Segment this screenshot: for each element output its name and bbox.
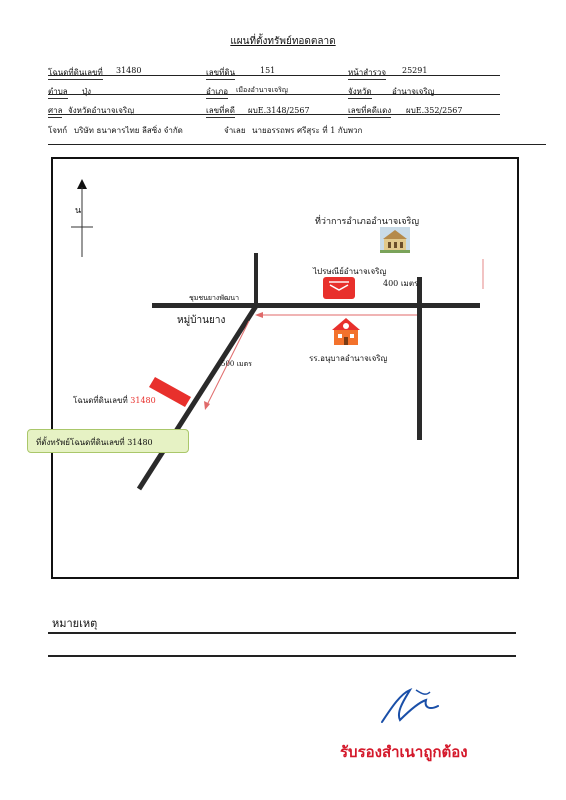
province-label: จังหวัด — [348, 85, 372, 99]
red-case-number: ผบE.352/2567 — [406, 106, 463, 115]
location-map: น ที่ว่าการอำเภออำนาจเจริญ ไปรษณีย์อำนาจ… — [27, 157, 519, 579]
header-row-deed: โฉนดที่ดินเลขที่ 31480 เลขที่ดิน 151 หน้… — [48, 66, 500, 80]
distance-400: 400 เมตร — [383, 279, 419, 288]
header-row-location: ตำบล ปุ่ง อำเภอ เมืองอำนาจเจริญ จังหวัด … — [48, 85, 500, 99]
notes-rule-2 — [48, 655, 516, 657]
court-label: ศาล — [48, 104, 63, 118]
callout-text: ที่ตั้งทรัพย์โฉนดที่ดินเลขที่ — [36, 438, 125, 447]
notes-label: หมายเหตุ — [52, 617, 98, 630]
case-number: ผบE.3148/2567 — [248, 106, 310, 115]
defendant-label: จำเลย — [224, 126, 246, 135]
north-side-road — [254, 253, 258, 308]
amphoe-value: เมืองอำนาจเจริญ — [236, 86, 288, 94]
signature-icon — [370, 680, 450, 730]
header-row-court: ศาล จังหวัดอำนาจเจริญ เลขที่คดี ผบE.3148… — [48, 104, 500, 118]
province-value: อำนาจเจริญ — [392, 87, 435, 96]
school-icon — [331, 317, 361, 347]
parcel-label-text: โฉนดที่ดินเลขที่ — [73, 396, 128, 405]
land-number: 151 — [260, 66, 276, 75]
north-arrow-icon — [71, 179, 93, 259]
plaintiff-label: โจทก์ — [48, 126, 68, 135]
post-office-label: ไปรษณีย์อำนาจเจริญ — [313, 267, 387, 276]
deed-number: 31480 — [116, 66, 142, 75]
red-case-label: เลขที่คดีแดง — [348, 104, 392, 118]
survey-label: หน้าสำรวจ — [348, 66, 387, 80]
certification-stamp: รับรองสำเนาถูกต้อง — [340, 743, 468, 761]
parcel-label: โฉนดที่ดินเลขที่ 31480 — [73, 394, 156, 407]
north-label: น — [75, 203, 82, 217]
land-no-label: เลขที่ดิน — [206, 66, 236, 80]
tambon-label: ตำบล — [48, 85, 68, 99]
district-office-label: ที่ว่าการอำเภออำนาจเจริญ — [315, 217, 420, 227]
notes-rule-1 — [48, 632, 516, 634]
village-label: หมู่บ้านยาง — [177, 315, 226, 326]
parcel-marker — [149, 377, 191, 407]
parcel-number: 31480 — [130, 396, 156, 405]
amphoe-label: อำเภอ — [206, 85, 229, 99]
diagonal-road — [53, 159, 517, 577]
post-office-icon — [323, 277, 355, 299]
header-rule-1 — [48, 75, 500, 76]
plaintiff-value: บริษัท ธนาคารไทย ลีสซิ่ง จำกัด — [74, 126, 183, 135]
case-label: เลขที่คดี — [206, 104, 235, 118]
header-row-parties: โจทก์ บริษัท ธนาคารไทย ลีสซิ่ง จำกัด จำเ… — [48, 124, 500, 136]
header-rule-2 — [48, 94, 500, 95]
header-rule-3 — [48, 114, 500, 115]
east-road — [417, 277, 422, 440]
court-value: จังหวัดอำนาจเจริญ — [68, 106, 135, 115]
defendant-value: นายอรรถพร ศรีสุระ ที่ 1 กับพวก — [252, 126, 363, 135]
deed-label: โฉนดที่ดินเลขที่ — [48, 66, 103, 80]
main-road — [152, 303, 480, 308]
school-label: รร.อนุบาลอำนาจเจริญ — [309, 354, 388, 363]
survey-number: 25291 — [402, 66, 428, 75]
junction-label: ชุมชนยางพัฒนา — [189, 294, 240, 302]
header-rule-4 — [48, 144, 546, 145]
distance-500: 500 เมตร — [221, 360, 252, 368]
property-callout: ที่ตั้งทรัพย์โฉนดที่ดินเลขที่ 31480 — [27, 429, 189, 453]
callout-number: 31480 — [127, 438, 153, 447]
page-title: แผนที่ตั้งทรัพย์ทอดตลาด — [230, 36, 336, 47]
district-office-icon — [380, 227, 410, 253]
tambon-value: ปุ่ง — [82, 87, 91, 96]
